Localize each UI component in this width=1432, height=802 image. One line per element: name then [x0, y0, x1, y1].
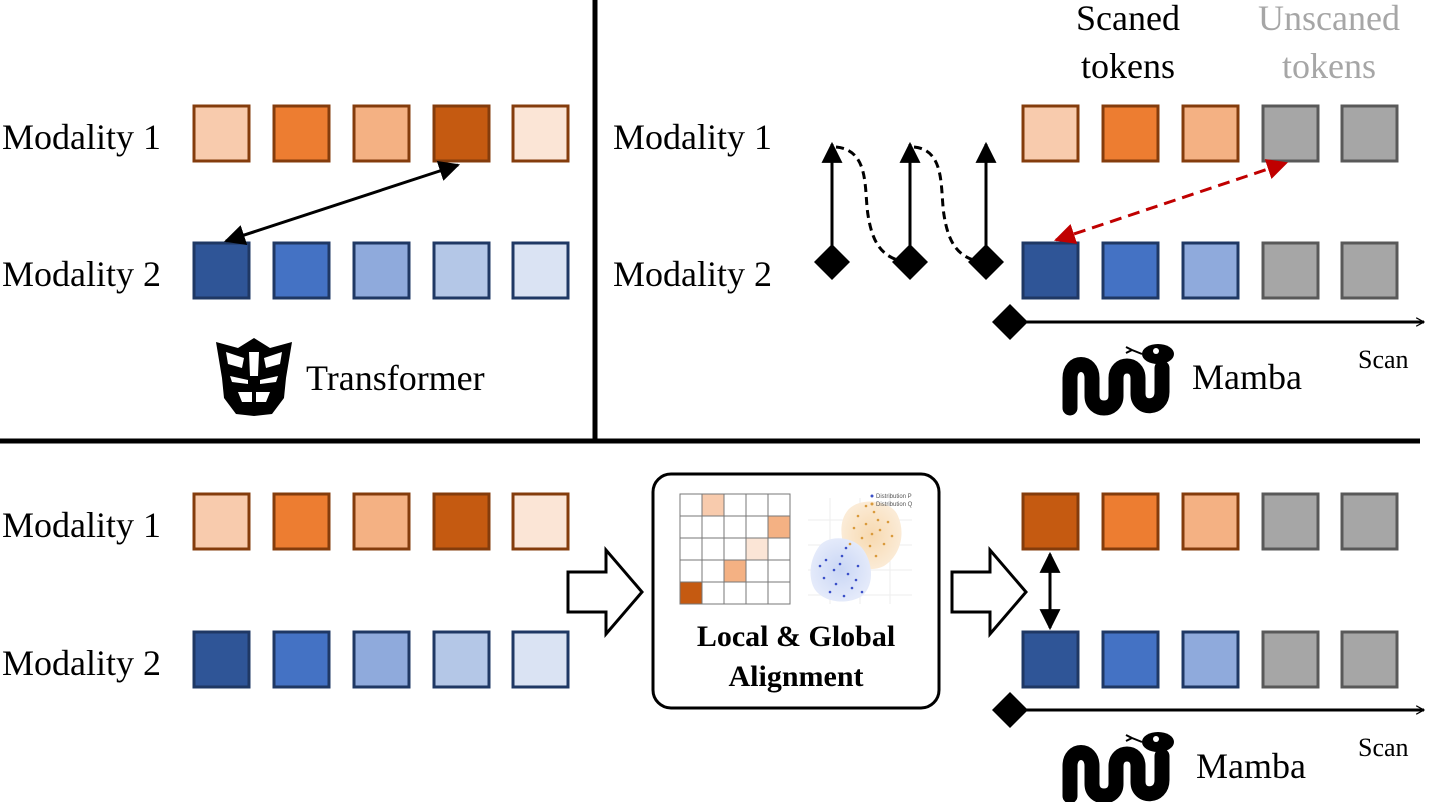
token-unscanned — [1340, 241, 1399, 300]
scan-label: Scan — [1358, 733, 1409, 762]
token — [511, 241, 570, 300]
token-unscanned — [1340, 104, 1399, 163]
scanned-tokens-label-line2: tokens — [1081, 46, 1175, 86]
token — [432, 492, 491, 551]
attention-arrow — [224, 160, 460, 246]
token — [1181, 241, 1240, 300]
token — [352, 492, 411, 551]
token — [511, 104, 570, 163]
hollow-right-arrow-icon — [950, 545, 1028, 639]
mamba-scan-panel: Modality 1 Modality 2 Scaned tokens Unsc… — [613, 0, 1424, 416]
token-unscanned — [1340, 630, 1399, 689]
token — [511, 492, 570, 551]
transformer-modality-1-tokens — [192, 104, 570, 163]
hollow-right-arrow-icon — [566, 545, 644, 639]
token — [192, 104, 251, 163]
unscanned-tokens-label-line2: tokens — [1282, 46, 1376, 86]
alignment-pipeline-panel: Modality 1 Modality 2 — [2, 472, 1424, 802]
zigzag-scan-path — [814, 141, 1004, 280]
global-distribution-plot: Distribution P Distribution Q — [808, 494, 913, 604]
scan-label: Scan — [1358, 345, 1409, 374]
transformer-label: Transformer — [306, 358, 485, 398]
transformer-modality-2-tokens — [192, 241, 570, 300]
modality-1-label: Modality 1 — [2, 505, 161, 545]
pipeline-input-modality-2-tokens — [192, 630, 570, 689]
token — [272, 492, 331, 551]
alignment-label-line1: Local & Global — [697, 620, 895, 653]
token — [1021, 104, 1080, 163]
distant-dependency-arrow — [1054, 159, 1288, 244]
mamba-label: Mamba — [1192, 357, 1302, 397]
token-unscanned — [1340, 492, 1399, 551]
token — [352, 630, 411, 689]
token-unscanned — [1261, 492, 1320, 551]
token — [1021, 241, 1080, 300]
token — [432, 241, 491, 300]
alignment-module: Distribution P Distribution Q Local & Gl… — [651, 472, 941, 710]
token — [192, 241, 251, 300]
pipeline-output-modality-1-tokens — [1021, 492, 1399, 551]
distribution-p-region — [810, 538, 872, 602]
token — [432, 104, 491, 163]
token — [1181, 104, 1240, 163]
token — [192, 630, 251, 689]
transformer-panel: Modality 1 Modality 2 T — [2, 104, 570, 416]
autobot-mask-icon — [216, 338, 292, 416]
token — [192, 492, 251, 551]
legend-distribution-p: Distribution P — [876, 494, 912, 500]
token-unscanned — [1261, 104, 1320, 163]
token — [1101, 241, 1160, 300]
token-unscanned — [1261, 630, 1320, 689]
local-alignment-matrix — [679, 493, 791, 605]
token — [272, 241, 331, 300]
token — [432, 630, 491, 689]
mamba-label: Mamba — [1196, 746, 1306, 786]
pipeline-output-modality-2-tokens — [1021, 630, 1399, 689]
snake-icon — [1062, 732, 1174, 802]
scanned-tokens-label-line1: Scaned — [1076, 0, 1180, 38]
modality-2-label: Modality 2 — [613, 254, 772, 294]
mamba-modality-1-tokens — [1021, 104, 1399, 163]
modality-1-label: Modality 1 — [2, 117, 161, 157]
legend-distribution-q: Distribution Q — [876, 502, 913, 508]
token — [1181, 492, 1240, 551]
distribution-legend: Distribution P Distribution Q — [870, 494, 913, 508]
mamba-modality-2-tokens — [1021, 241, 1399, 300]
token — [352, 241, 411, 300]
pipeline-input-modality-1-tokens — [192, 492, 570, 551]
token — [1021, 630, 1080, 689]
token — [272, 630, 331, 689]
token — [511, 630, 570, 689]
alignment-label-line2: Alignment — [729, 660, 864, 693]
token — [1101, 492, 1160, 551]
modality-2-label: Modality 2 — [2, 254, 161, 294]
token — [1101, 104, 1160, 163]
snake-icon — [1062, 344, 1174, 416]
token — [352, 104, 411, 163]
token — [1021, 492, 1080, 551]
token — [272, 104, 331, 163]
token-unscanned — [1261, 241, 1320, 300]
unscanned-tokens-label-line1: Unscaned — [1258, 0, 1400, 38]
token — [1101, 630, 1160, 689]
modality-1-label: Modality 1 — [613, 117, 772, 157]
token — [1181, 630, 1240, 689]
modality-2-label: Modality 2 — [2, 643, 161, 683]
